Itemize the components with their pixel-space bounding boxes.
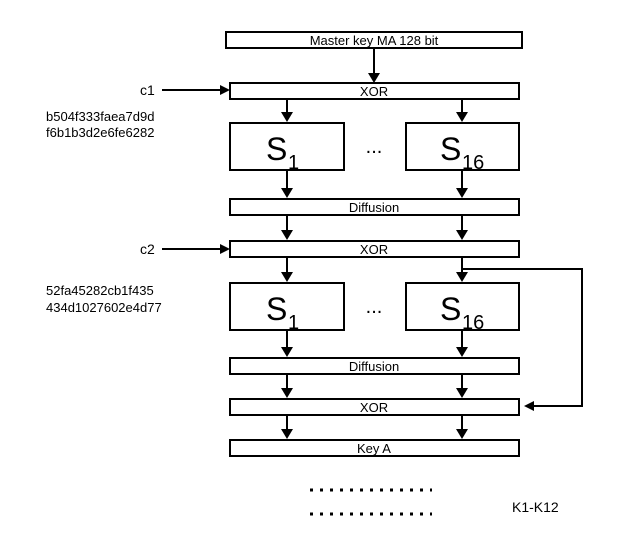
c1-value-line2: f6b1b3d2e6fe6282: [46, 125, 154, 140]
diffusion-label-1: Diffusion: [349, 200, 399, 215]
master-key-box: Master key MA 128 bit: [225, 31, 523, 49]
c1-value-line1: b504f333faea7d9d: [46, 109, 154, 124]
arrows-xor1-to-sboxes: [281, 99, 468, 122]
arrows-sboxes-to-diffusion1: [281, 170, 468, 198]
sbox-16-stage1: S 16: [405, 122, 520, 174]
c2-value-line2: 434d1027602e4d77: [46, 300, 162, 315]
arrow-c2-to-xor2: [162, 244, 230, 254]
sbox-16-stage1-index: 16: [462, 152, 484, 174]
sbox-1-stage1: S 1: [229, 122, 345, 174]
keys-range-label: K1-K12: [512, 499, 559, 515]
diffusion-box-2: Diffusion: [229, 357, 520, 375]
sbox-16-stage2-letter: S: [440, 291, 461, 327]
sbox-16-stage1-letter: S: [440, 131, 461, 167]
diffusion-box-1: Diffusion: [229, 198, 520, 216]
arrow-c1-to-xor1: [162, 85, 230, 95]
diffusion-label-2: Diffusion: [349, 359, 399, 374]
arrows-sboxes-to-diffusion2: [281, 330, 468, 357]
arrows-xor2-to-sboxes: [281, 257, 468, 282]
xor-label-3: XOR: [360, 400, 388, 415]
key-a-label: Key A: [357, 441, 391, 456]
arrows-final-xor-to-key: [281, 415, 468, 439]
sbox-1-stage1-letter: S: [266, 131, 287, 167]
xor-box-1: XOR: [229, 82, 520, 100]
sbox-16-stage2-index: 16: [462, 312, 484, 334]
sbox-ellipsis-stage1: ...: [366, 136, 383, 158]
xor-box-2: XOR: [229, 240, 520, 258]
arrows-diffusion2-to-final-xor: [281, 374, 468, 398]
xor-box-3: XOR: [229, 398, 520, 416]
master-key-label: Master key MA 128 bit: [310, 33, 439, 48]
sbox-1-stage2: S 1: [229, 282, 345, 334]
xor-label-1: XOR: [360, 84, 388, 99]
key-a-box: Key A: [229, 439, 520, 457]
bypass-arrow-to-final-xor: [462, 268, 583, 411]
sbox-16-stage2: S 16: [405, 282, 520, 334]
xor-label-2: XOR: [360, 242, 388, 257]
c2-label: c2: [140, 241, 155, 257]
sbox-ellipsis-stage2: ...: [366, 296, 383, 318]
arrow-master-to-xor1: [368, 48, 380, 83]
c2-value-line1: 52fa45282cb1f435: [46, 283, 154, 298]
sbox-1-stage2-letter: S: [266, 291, 287, 327]
sbox-1-stage2-index: 1: [288, 312, 299, 334]
sbox-1-stage1-index: 1: [288, 152, 299, 174]
c1-label: c1: [140, 82, 155, 98]
arrows-diffusion1-to-xor2: [281, 215, 468, 240]
